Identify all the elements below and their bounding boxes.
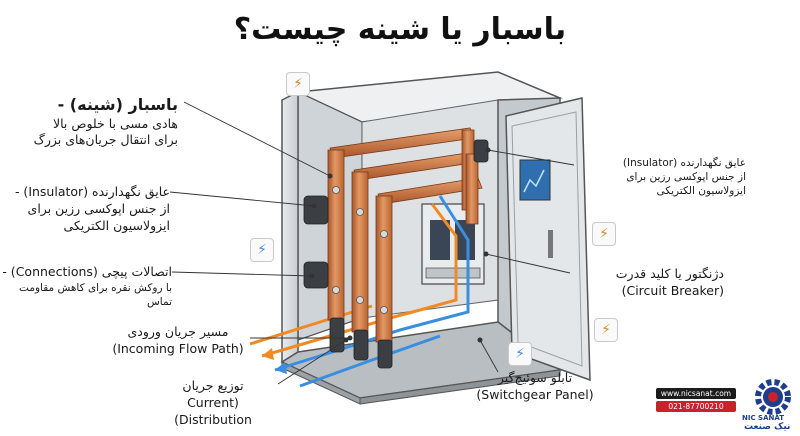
panel-label: تابلو سوئیچ‌گیر (Switchgear Panel): [470, 370, 600, 404]
page-title: باسبار یا شینه چیست؟: [233, 12, 567, 47]
connections-desc: با روکش نقره برای کاهش مقاومت تماس: [19, 281, 172, 309]
panel-fa: تابلو سوئیچ‌گیر: [497, 370, 573, 385]
logo-name: نیک صنعت: [744, 422, 791, 432]
incoming-flow-en: (Incoming Flow Path): [112, 340, 244, 356]
insulator-left-title: عایق نگهدارنده (Insulator) -: [14, 184, 170, 199]
leader-dots: [309, 147, 491, 343]
gear-logo-icon: [755, 379, 791, 415]
breaker-en: (Circuit Breaker): [621, 282, 724, 298]
connection-bolts: [332, 186, 388, 314]
panel-en: (Switchgear Panel): [476, 386, 594, 402]
connections-title: اتصالات پیچی (Connections) -: [2, 264, 172, 279]
lightning-icon: ⚡: [250, 238, 274, 262]
breaker-fa: دژنگتور یا کلید قدرت: [615, 266, 724, 281]
distribution-fa: توزیع جریان: [182, 378, 244, 393]
insulator-right-desc-1: از جنس اپوکسی رزین برای: [626, 171, 746, 184]
cabinet-left-wall: [281, 90, 299, 364]
busbar-label: باسبار (شینه) - هادی مسی با خلوص بالا بر…: [8, 94, 178, 149]
connections-label: اتصالات پیچی (Connections) - با روکش نقر…: [2, 264, 172, 309]
lightning-icon: ⚡: [592, 222, 616, 246]
door-meter: [519, 159, 551, 201]
leader-lines: [169, 101, 575, 385]
distribution-en: (Current Distribution): [174, 394, 252, 427]
busbar-title: باسبار (شینه) -: [57, 95, 178, 114]
copper-busbars: [327, 127, 483, 343]
breaker-label: دژنگتور یا کلید قدرت (Circuit Breaker): [574, 266, 724, 300]
lightning-icon: ⚡: [286, 72, 310, 96]
incoming-flow-fa: مسیر جریان ورودی: [127, 324, 229, 339]
lightning-icon: ⚡: [594, 318, 618, 342]
insulator-right-title: عایق نگهدارنده (Insulator): [622, 157, 746, 169]
website-text: www.nicsanat.com: [656, 388, 736, 399]
busbar-desc-2: برای انتقال جریان‌های بزرگ: [33, 132, 178, 148]
distribution-label: توزیع جریان (Current Distribution): [148, 378, 278, 429]
incoming-flow-label: مسیر جریان ورودی (Incoming Flow Path): [108, 324, 248, 358]
insulator-right-desc-2: ایزولاسیون الکتریکی: [656, 185, 746, 198]
insulator-right-label: عایق نگهدارنده (Insulator) از جنس اپوکسی…: [576, 156, 746, 199]
busbar-desc-1: هادی مسی با خلوص بالا: [52, 115, 178, 131]
logo-brand: NIC SANAT: [742, 414, 785, 422]
insulator-left-desc-1: از جنس اپوکسی رزین برای: [27, 200, 170, 216]
lightning-icon: ⚡: [508, 342, 532, 366]
insulator-left-label: عایق نگهدارنده (Insulator) - از جنس اپوک…: [0, 184, 170, 235]
insulator-left-desc-2: ایزولاسیون الکتریکی: [63, 217, 170, 233]
phone-text: 021-87700210: [656, 401, 736, 412]
